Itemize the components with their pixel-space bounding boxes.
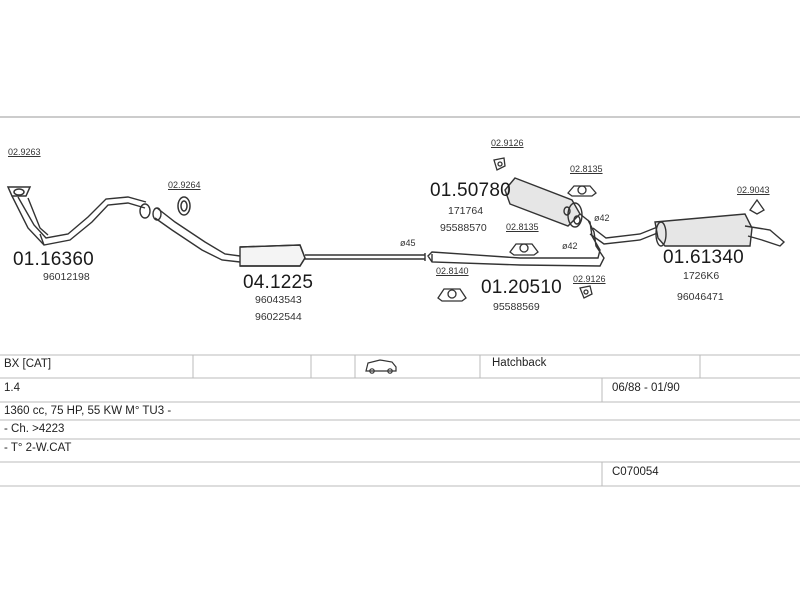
- part-code-02-9264: 02.9264: [168, 180, 201, 190]
- oe-number-96012198: 96012198: [43, 271, 90, 283]
- body-cell: Hatchback: [492, 357, 547, 369]
- part-code-02-8140: 02.8140: [436, 266, 469, 276]
- part-code-02-9043: 02.9043: [737, 185, 770, 195]
- hatchback-car-icon: [365, 359, 397, 374]
- rubber-mount-mid-right-icon: [567, 185, 597, 197]
- chassis-cell: - Ch. >4223: [4, 423, 65, 435]
- part-code-04-1225: 04.1225: [243, 272, 314, 293]
- oe-number-96043543: 96043543: [255, 294, 302, 306]
- rubber-mount-lower-left-icon: [437, 288, 467, 302]
- part-code-02-9126-top: 02.9126: [491, 138, 524, 148]
- diameter-45-label: ø45: [400, 238, 416, 248]
- front-clamp-icon: [6, 186, 32, 197]
- middle-muffler-drawing: [427, 177, 605, 267]
- rubber-mount-mid-center-icon: [509, 243, 539, 256]
- rear-muffler-drawing: [589, 213, 786, 247]
- diameter-42-label-a: ø42: [594, 213, 610, 223]
- part-code-02-8135-center: 02.8135: [506, 222, 539, 232]
- part-code-01-16360: 01.16360: [13, 249, 94, 270]
- part-code-02-8135-right: 02.8135: [570, 164, 603, 174]
- model-cell: BX [CAT]: [4, 358, 52, 370]
- oe-number-95588570: 95588570: [440, 222, 487, 234]
- part-code-01-20510: 01.20510: [481, 277, 562, 298]
- oe-number-1726k6: 1726K6: [683, 270, 720, 282]
- part-code-01-50780: 01.50780: [430, 180, 511, 201]
- type-cell: - T° 2-W.CAT: [4, 442, 72, 454]
- years-cell: 06/88 - 01/90: [612, 382, 680, 394]
- rubber-mount-lower-right-icon: [579, 285, 593, 299]
- engine-cell: 1.4: [4, 382, 20, 394]
- part-code-02-9126-lower: 02.9126: [573, 274, 606, 284]
- part-code-01-61340: 01.61340: [663, 247, 744, 268]
- oe-number-96046471: 96046471: [677, 291, 724, 303]
- rear-clamp-icon: [749, 198, 765, 215]
- engine-desc-cell: 1360 cc, 75 HP, 55 KW M° TU3 -: [4, 405, 172, 417]
- part-code-02-9263: 02.9263: [8, 147, 41, 157]
- rubber-mount-top-icon: [493, 157, 506, 171]
- gasket-icon: [177, 196, 191, 216]
- oe-number-171764: 171764: [448, 205, 484, 217]
- code-cell: C070054: [612, 466, 659, 478]
- catalyst-drawing: [154, 207, 426, 267]
- front-pipe-drawing: [11, 195, 162, 246]
- oe-number-96022544: 96022544: [255, 311, 302, 323]
- diameter-42-label-b: ø42: [562, 241, 578, 251]
- table-grid: [0, 354, 800, 487]
- oe-number-95588569: 95588569: [493, 301, 540, 313]
